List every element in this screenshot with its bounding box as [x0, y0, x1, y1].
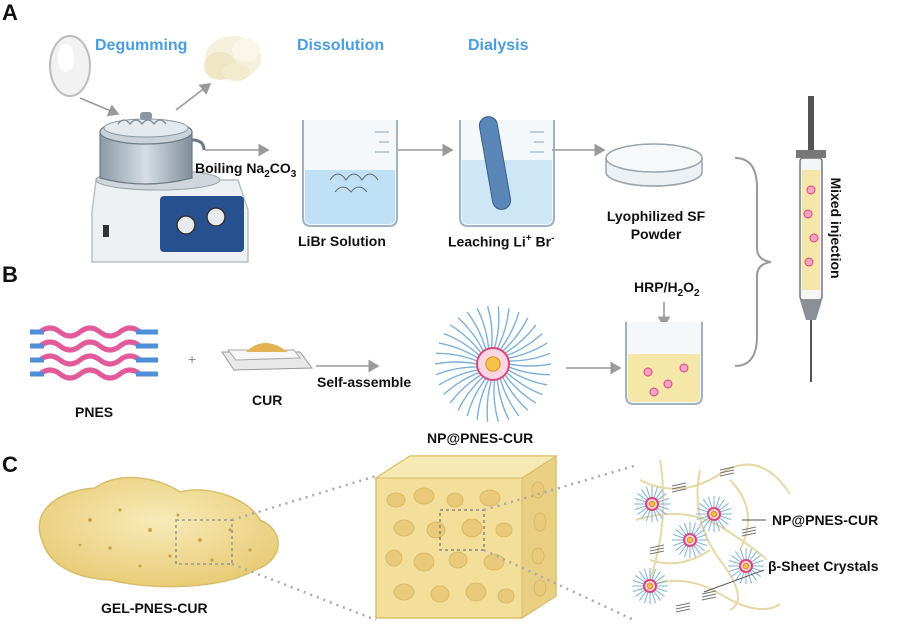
pnes-polymer-icon: [30, 325, 158, 381]
dialysis-beaker-icon: [459, 116, 555, 227]
label-gel-pnes-cur: GEL-PNES-CUR: [101, 600, 208, 616]
zoom-line-1a: [231, 474, 377, 522]
label-beta-sheet-crystals: β-Sheet Crystals: [768, 558, 879, 574]
plus-sign: +: [188, 351, 196, 367]
label-np-pnes-cur: NP@PNES-CUR: [427, 430, 534, 446]
panel-label-c: C: [2, 452, 18, 477]
brace-connector: [734, 157, 772, 367]
label-boiling-na2co3: Boiling Na2CO3: [195, 160, 297, 180]
label-self-assemble: Self-assemble: [317, 374, 412, 390]
gel-blob-icon: [38, 476, 279, 588]
porous-scaffold-cube-icon: [374, 455, 558, 619]
label-cur: CUR: [252, 392, 283, 408]
hrp-beaker-icon: [625, 322, 703, 405]
zoom-line-2a: [483, 464, 635, 512]
panel-label-b: B: [2, 262, 18, 287]
leader-line-beta: [703, 569, 765, 593]
silk-cocoon-icon: [49, 35, 91, 97]
curcumin-dish-icon: [221, 343, 313, 371]
step-degumming: Degumming: [95, 37, 188, 54]
label-hrp-h2o2: HRP/H2O2: [634, 279, 700, 299]
arrow-pot-to-fiber: [175, 83, 212, 111]
hot-plate-icon: [91, 169, 249, 263]
step-dialysis: Dialysis: [468, 37, 529, 54]
syringe-icon: [796, 96, 826, 382]
boiling-pot-icon: [99, 112, 206, 185]
petri-dish-icon: [605, 143, 703, 187]
hydrogel-network-icon: [632, 459, 791, 613]
label-leaching: Leaching Li+ Br-: [448, 233, 555, 250]
panel-label-a: A: [2, 0, 18, 25]
zoom-line-1b: [231, 562, 377, 622]
silk-fiber-fluff-icon: [204, 36, 261, 81]
np-micelle-icon: [434, 306, 552, 422]
arrow-cocoon-to-pot: [79, 97, 120, 117]
label-mixed-injection: Mixed injection: [828, 177, 844, 279]
label-pnes: PNES: [75, 404, 114, 420]
libr-beaker-icon: [302, 120, 398, 227]
label-np-pnes-cur-c: NP@PNES-CUR: [772, 512, 879, 528]
label-libr-solution: LiBr Solution: [298, 233, 386, 249]
step-dissolution: Dissolution: [297, 37, 385, 54]
